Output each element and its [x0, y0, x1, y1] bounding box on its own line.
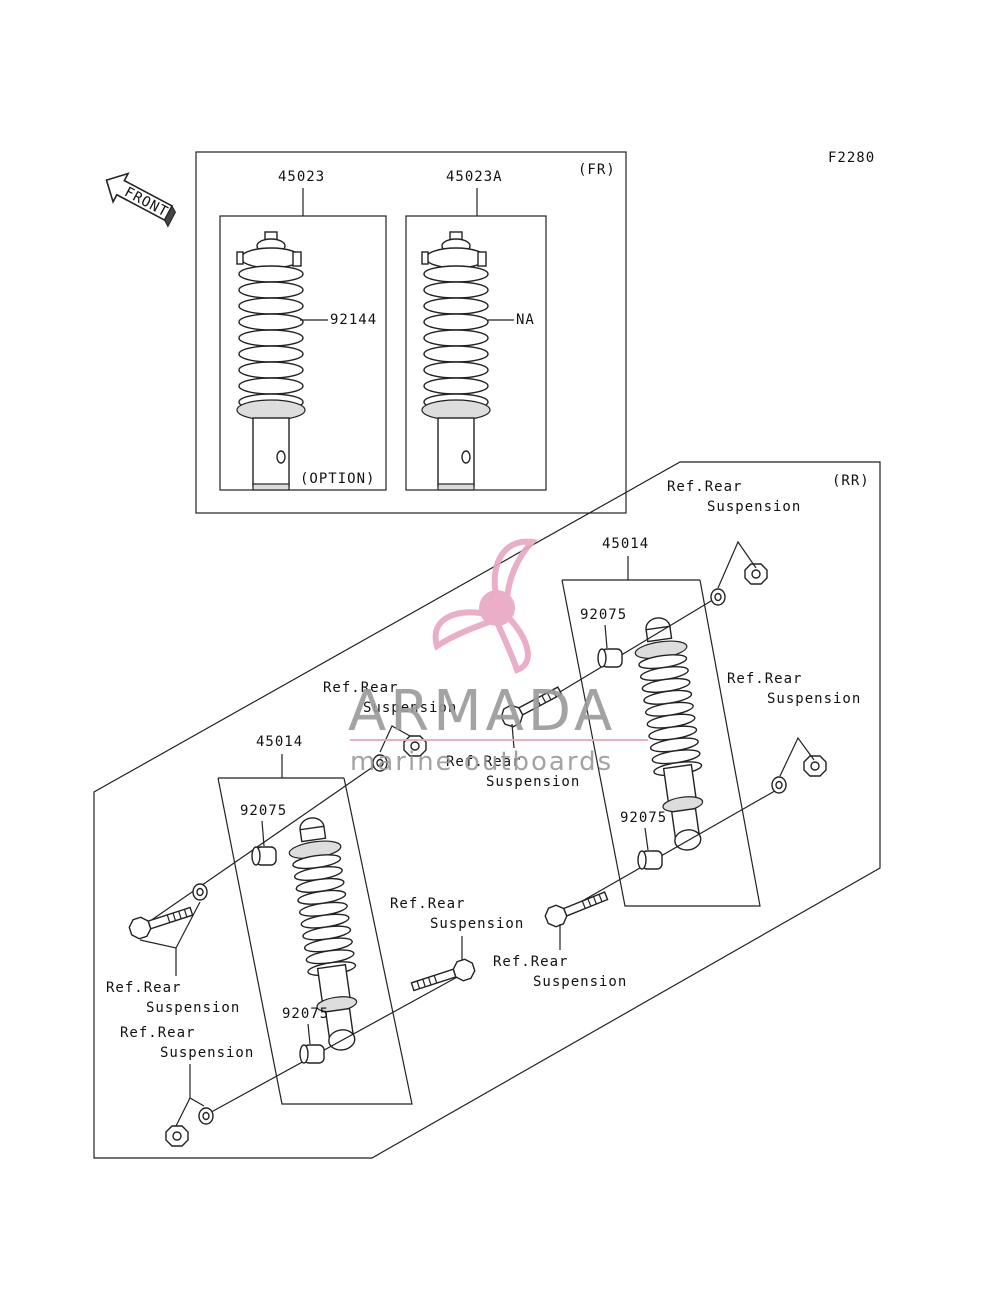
front-arrow-label: FRONT: [122, 184, 171, 220]
ref-label-line1: Ref.Rear: [323, 680, 398, 696]
ref-label-line2: Suspension: [486, 774, 580, 790]
option-note: (OPTION): [300, 471, 375, 487]
bushing-icon: [251, 846, 277, 866]
ref-label-line2: Suspension: [160, 1045, 254, 1061]
front-shock-alt-part-no: 45023A: [446, 169, 503, 185]
ref-label-line2: Suspension: [533, 974, 627, 990]
bolt-icon: [542, 885, 611, 930]
ref-label-line1: Ref.Rear: [390, 896, 465, 912]
rear-shock-left-part-no: 45014: [256, 734, 303, 750]
bushing-part-no-left-bottom: 92075: [282, 1006, 329, 1022]
ref-label-line1: Ref.Rear: [446, 754, 521, 770]
spring-part-no: 92144: [330, 312, 377, 328]
front-arrow-icon: FRONT: [105, 172, 176, 228]
bolt-icon: [126, 901, 196, 942]
ref-label-line1: Ref.Rear: [727, 671, 802, 687]
bushing-icon: [597, 648, 623, 668]
ref-label-line2: Suspension: [146, 1000, 240, 1016]
spring-alt-part-no: NA: [516, 312, 535, 328]
ref-label-line1: Ref.Rear: [493, 954, 568, 970]
front-shock-absorber-alt: [422, 232, 490, 490]
watermark-tagline: marine outboards: [350, 747, 613, 777]
bushing-part-no-right-bottom: 92075: [620, 810, 667, 826]
washer-icon: [198, 1107, 214, 1125]
diagram-code: F2280: [828, 150, 875, 166]
front-shock-absorber: [237, 232, 305, 490]
propeller-logo-icon: [432, 538, 539, 674]
ref-label-line2: Suspension: [707, 499, 801, 515]
bushing-part-no-right-top: 92075: [580, 607, 627, 623]
ref-label-line1: Ref.Rear: [667, 479, 742, 495]
washer-icon: [192, 883, 208, 901]
rear-group-label: (RR): [832, 473, 870, 489]
ref-label-line2: Suspension: [767, 691, 861, 707]
washer-icon: [771, 776, 787, 794]
ref-label-line1: Ref.Rear: [106, 980, 181, 996]
rear-shock-right-part-no: 45014: [602, 536, 649, 552]
front-shock-part-no: 45023: [278, 169, 325, 185]
front-shock-group: (FR) 45023 92144 (OPTION) 45023A NA: [195, 151, 627, 514]
bushing-part-no-left-top: 92075: [240, 803, 287, 819]
washer-icon: [710, 588, 726, 606]
bolt-icon: [408, 956, 478, 997]
bushing-icon: [637, 850, 663, 870]
nut-icon: [165, 1125, 189, 1147]
nut-icon: [803, 755, 827, 777]
ref-label-line1: Ref.Rear: [120, 1025, 195, 1041]
rear-shock-group: (RR) 45014 92075 92075 Ref.Rear Suspensi…: [93, 461, 881, 1159]
ref-label-line2: Suspension: [363, 700, 457, 716]
front-group-label: (FR): [578, 162, 616, 178]
bushing-icon: [299, 1044, 325, 1064]
brand-watermark: ARMADA marine outboards: [348, 538, 648, 777]
ref-label-line2: Suspension: [430, 916, 524, 932]
watermark-brand: ARMADA: [348, 679, 616, 744]
